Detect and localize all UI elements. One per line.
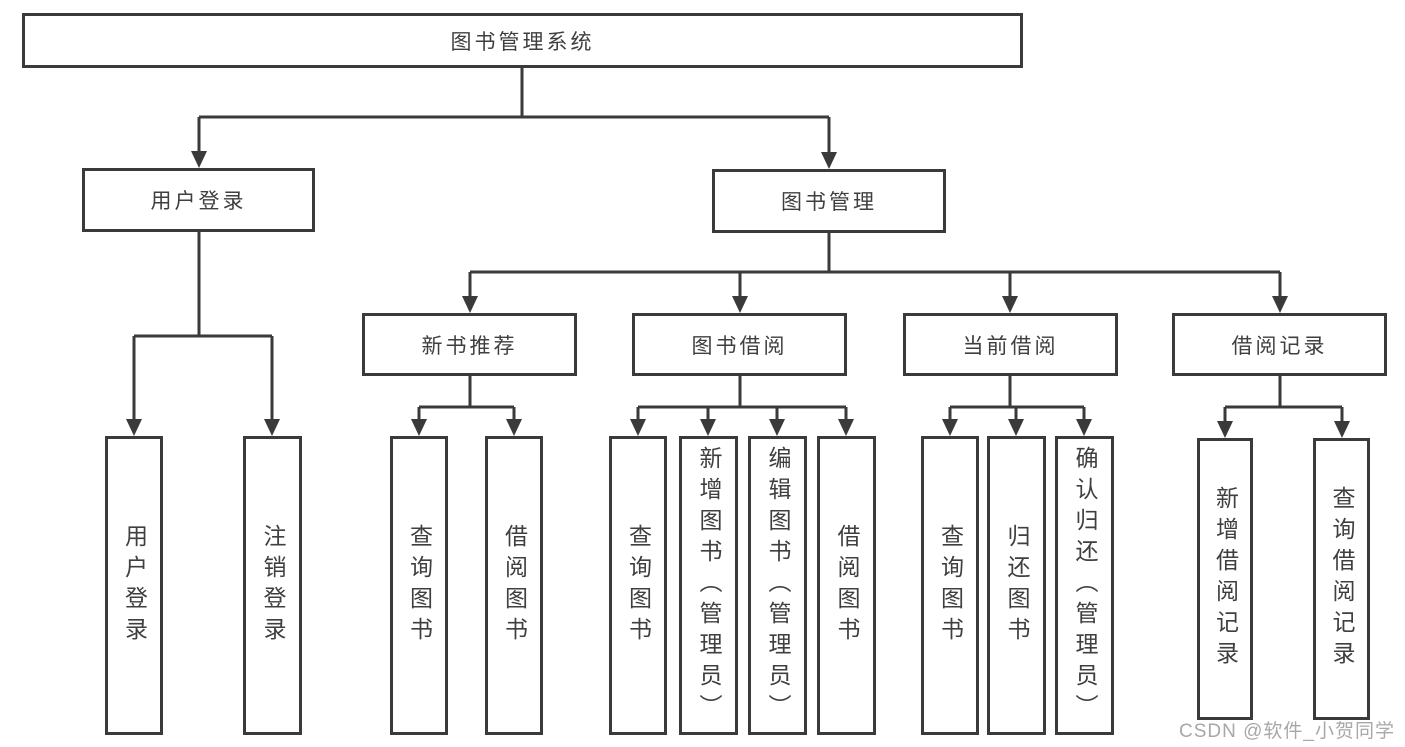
watermark: CSDN @软件_小贺同学	[1179, 721, 1395, 742]
arrow-down-icon	[1272, 296, 1288, 313]
arrow-down-icon	[411, 419, 427, 436]
leaf-logout: 注销登录	[243, 436, 302, 735]
leaf-user-login: 用户登录	[105, 436, 163, 735]
node-book-management: 图书管理	[712, 169, 946, 233]
connector-root-to-level2	[191, 68, 837, 169]
connector-book-management-to-level3	[462, 233, 1288, 313]
node-borrowing-records: 借阅记录	[1172, 313, 1387, 376]
arrow-down-icon	[942, 419, 958, 436]
leaf-add-borrow-record: 新增借阅记录	[1197, 438, 1253, 720]
arrow-down-icon	[1217, 421, 1233, 438]
connector-current-borrowing-to-leaves	[942, 376, 1092, 436]
arrow-down-icon	[1334, 421, 1350, 438]
arrow-down-icon	[700, 419, 716, 436]
leaf-return-books: 归还图书	[987, 436, 1046, 735]
arrow-down-icon	[1008, 419, 1024, 436]
leaf-add-book-admin: 新增图书（管理员）	[679, 436, 738, 735]
leaf-query-books-current: 查询图书	[921, 436, 979, 735]
leaf-query-borrow-record: 查询借阅记录	[1313, 438, 1370, 720]
arrow-down-icon	[1076, 419, 1092, 436]
arrow-down-icon	[769, 419, 785, 436]
arrow-down-icon	[462, 296, 478, 313]
connector-user-login-to-leaves	[126, 232, 280, 436]
node-new-book-recommendation: 新书推荐	[362, 313, 577, 376]
node-user-login: 用户登录	[82, 168, 315, 232]
arrow-down-icon	[630, 419, 646, 436]
node-current-borrowing: 当前借阅	[903, 313, 1118, 376]
arrow-down-icon	[506, 419, 522, 436]
leaf-confirm-return-admin: 确认归还（管理员）	[1055, 436, 1114, 735]
connector-new-book-recommendation-to-leaves	[411, 376, 522, 436]
leaf-query-books-borrowing: 查询图书	[609, 436, 667, 735]
connector-book-borrowing-to-leaves	[630, 376, 854, 436]
leaf-query-books-recommend: 查询图书	[390, 436, 448, 735]
arrow-down-icon	[1002, 296, 1018, 313]
arrow-down-icon	[838, 419, 854, 436]
arrow-down-icon	[126, 419, 142, 436]
leaf-edit-book-admin: 编辑图书（管理员）	[748, 436, 807, 735]
arrow-down-icon	[191, 151, 207, 168]
arrow-down-icon	[264, 419, 280, 436]
leaf-borrow-books-recommend: 借阅图书	[485, 436, 543, 735]
arrow-down-icon	[821, 152, 837, 169]
leaf-borrow-books-borrowing: 借阅图书	[817, 436, 876, 735]
node-book-borrowing: 图书借阅	[632, 313, 847, 376]
node-library-management-system: 图书管理系统	[22, 13, 1023, 68]
connector-borrowing-records-to-leaves	[1217, 376, 1350, 438]
arrow-down-icon	[732, 296, 748, 313]
